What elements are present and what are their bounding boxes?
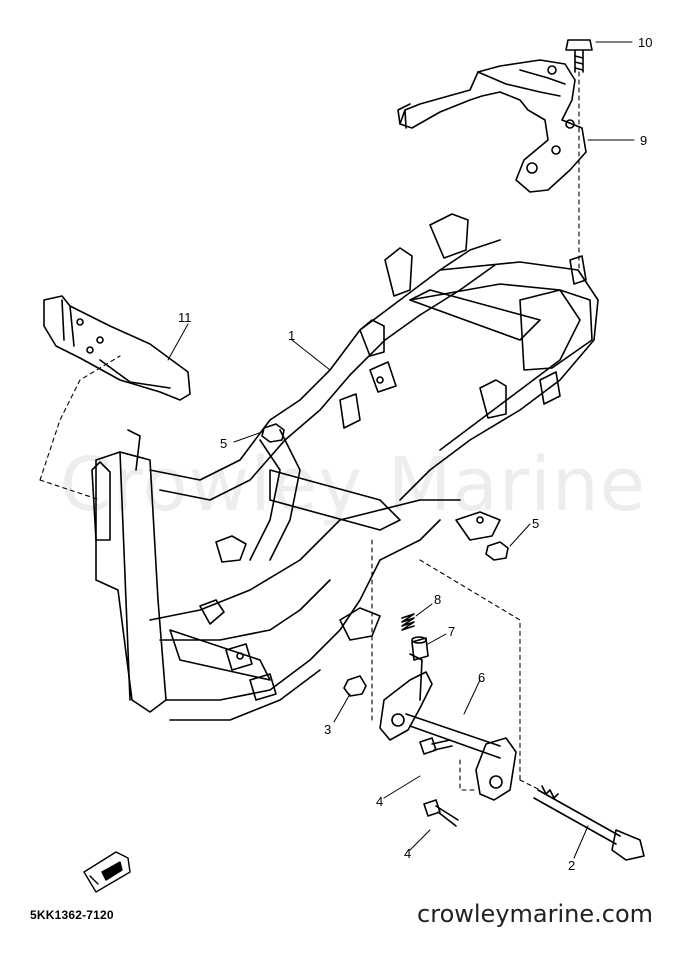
callout-9: 9 bbox=[640, 133, 647, 148]
callout-4-upper: 4 bbox=[376, 794, 383, 809]
bolt-4b-drawing bbox=[423, 799, 459, 827]
site-url: crowleymarine.com bbox=[417, 900, 653, 928]
bracket-11-drawing bbox=[43, 295, 191, 401]
part-code: 5KK1362-7120 bbox=[30, 908, 114, 922]
callout-10: 10 bbox=[638, 35, 652, 50]
callout-5-upper: 5 bbox=[220, 436, 227, 451]
callout-7: 7 bbox=[448, 624, 455, 639]
bolt-10-drawing bbox=[565, 39, 593, 73]
bracket-9-drawing bbox=[397, 59, 587, 193]
callout-5-lower: 5 bbox=[532, 516, 539, 531]
spring-8-drawing bbox=[401, 613, 415, 631]
direction-icon bbox=[83, 851, 131, 893]
nut-5a-drawing bbox=[261, 423, 285, 443]
callout-11: 11 bbox=[178, 310, 192, 325]
frame-1-drawing bbox=[91, 213, 599, 721]
bolt-2-drawing bbox=[533, 785, 645, 861]
watermark: Crowley Marine bbox=[60, 442, 647, 528]
callout-6: 6 bbox=[478, 670, 485, 685]
link-6-drawing bbox=[379, 653, 517, 801]
callout-1: 1 bbox=[288, 328, 295, 343]
callout-3: 3 bbox=[324, 722, 331, 737]
callout-2: 2 bbox=[568, 858, 575, 873]
callout-8: 8 bbox=[434, 592, 441, 607]
bolt-4a-drawing bbox=[419, 737, 453, 755]
nut-5b-drawing bbox=[485, 541, 509, 561]
collar-7-drawing bbox=[411, 636, 429, 661]
part-3-drawing bbox=[343, 675, 367, 697]
callout-4-lower: 4 bbox=[404, 846, 411, 861]
